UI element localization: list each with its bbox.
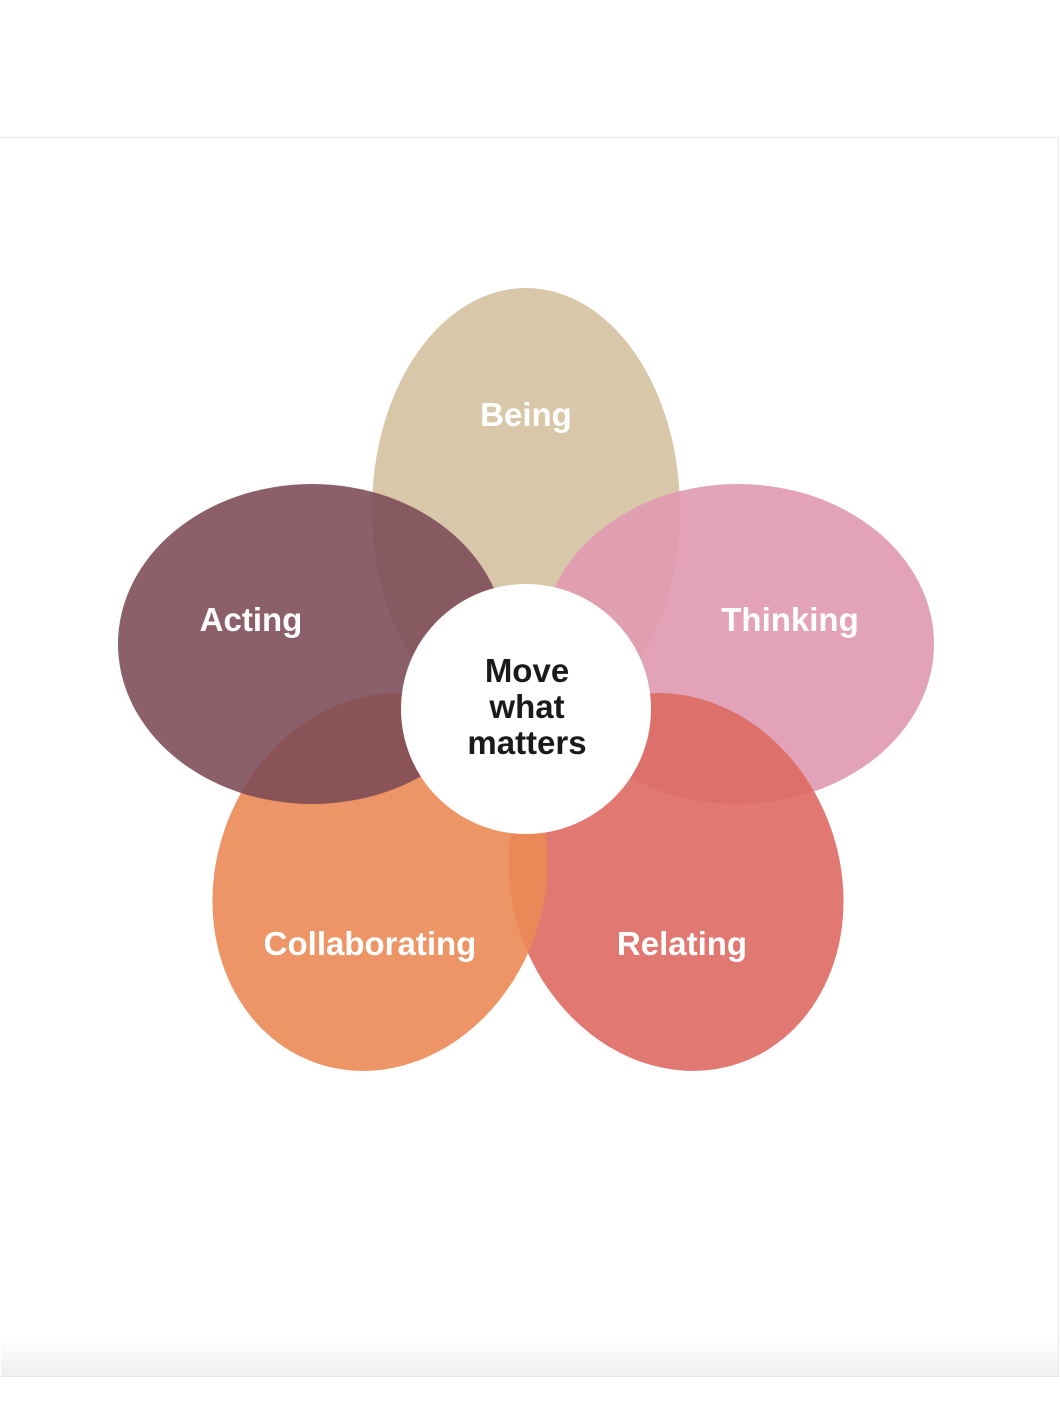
center-label-line-3: matters (467, 724, 586, 761)
center-circle (401, 584, 651, 834)
petal-label-being: Being (480, 396, 572, 433)
petal-label-acting: Acting (200, 601, 303, 638)
center-label-line-1: Move (485, 652, 569, 689)
petal-label-collaborating: Collaborating (264, 925, 477, 962)
card-bottom-shade (1, 1336, 1058, 1376)
petal-label-thinking: Thinking (721, 601, 858, 638)
center-label-line-2: what (488, 688, 564, 725)
petal-label-relating: Relating (617, 925, 747, 962)
